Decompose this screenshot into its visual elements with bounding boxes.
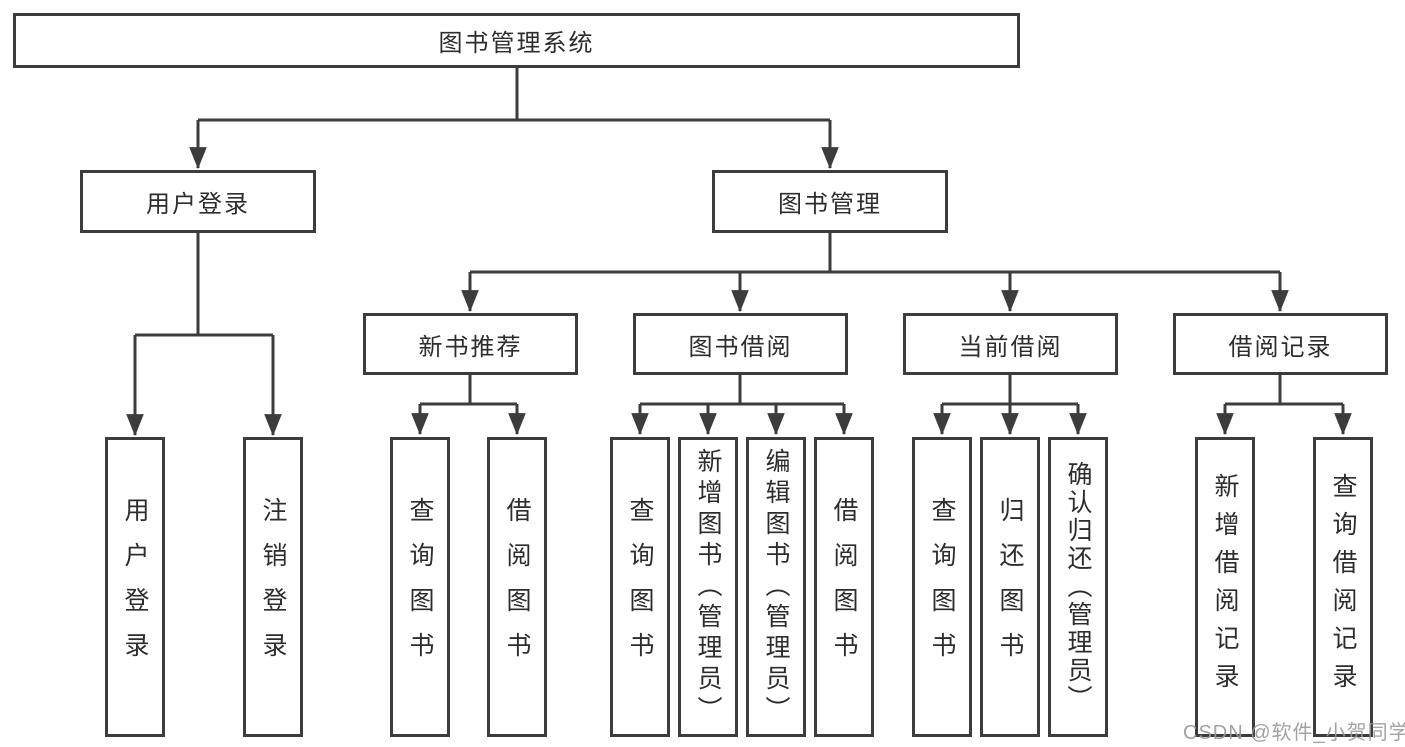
leaf-borrow-books: 借阅图书	[814, 437, 874, 737]
leaf-edit-books-admin: 编辑图书（管理员）	[746, 437, 806, 737]
node-new-book-recommend: 新书推荐	[363, 313, 578, 375]
leaf-query-books-recommend: 查询图书	[390, 437, 450, 737]
node-library-management-system: 图书管理系统	[13, 13, 1020, 68]
node-borrow-records: 借阅记录	[1173, 313, 1388, 375]
leaf-logout: 注销登录	[243, 437, 303, 737]
leaf-query-books-borrow: 查询图书	[610, 437, 670, 737]
csdn-watermark: CSDN @软件_小贺同学	[1183, 722, 1405, 744]
node-current-borrow: 当前借阅	[903, 313, 1118, 375]
leaf-query-borrow-record: 查询借阅记录	[1313, 437, 1373, 737]
leaf-borrow-books-recommend: 借阅图书	[487, 437, 547, 737]
node-book-management: 图书管理	[712, 170, 948, 233]
leaf-confirm-return-admin: 确认归还（管理员）	[1048, 437, 1108, 737]
leaf-add-books-admin: 新增图书（管理员）	[678, 437, 738, 737]
leaf-return-books: 归还图书	[980, 437, 1040, 737]
leaf-user-login: 用户登录	[105, 437, 165, 737]
node-book-borrow: 图书借阅	[633, 313, 848, 375]
node-user-login: 用户登录	[80, 170, 316, 233]
leaf-query-books-current: 查询图书	[912, 437, 972, 737]
leaf-add-borrow-record: 新增借阅记录	[1195, 437, 1255, 737]
